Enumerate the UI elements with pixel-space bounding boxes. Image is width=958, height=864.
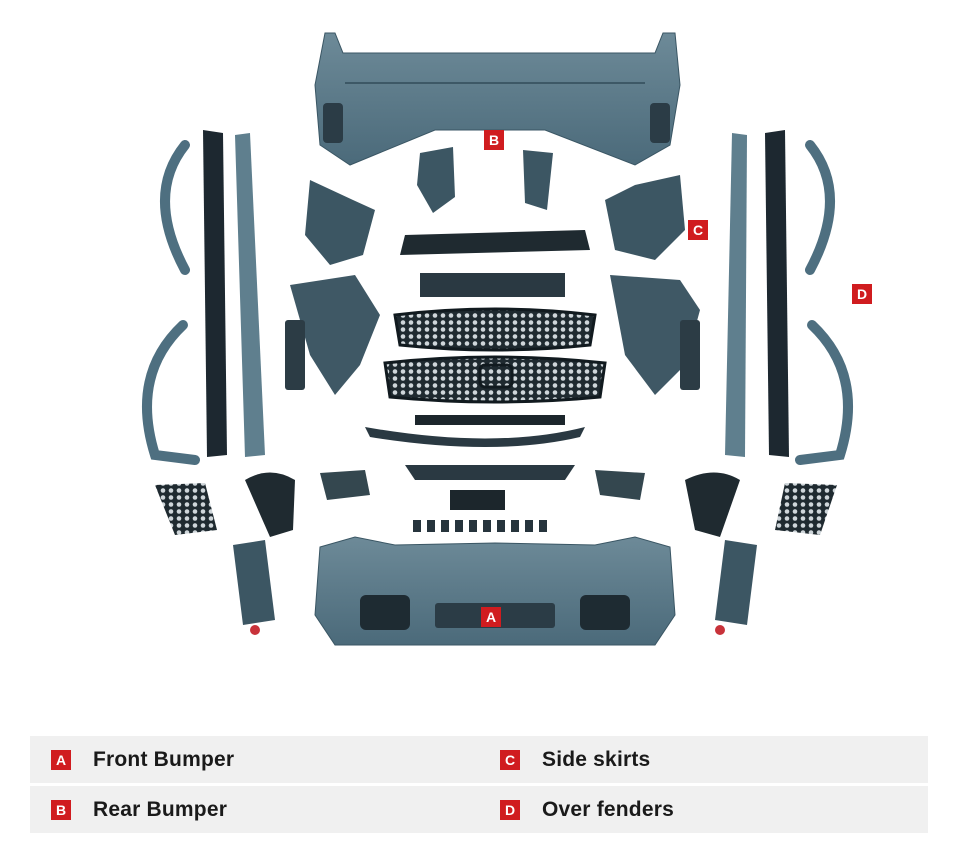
callout-c: C <box>688 220 708 240</box>
side-skirts-right <box>725 130 789 457</box>
legend-label: Front Bumper <box>93 747 235 771</box>
reinforcement-bar <box>420 273 565 297</box>
rear-bumper-part <box>314 32 681 166</box>
front-bumper-part <box>314 536 676 646</box>
corner-arch-right <box>685 472 740 537</box>
upper-brackets <box>305 147 685 265</box>
mesh-insert-left <box>155 483 217 535</box>
legend-label: Side skirts <box>542 747 651 771</box>
legend-item-over-fenders: D Over fenders <box>479 798 928 822</box>
lower-bracket-left <box>233 540 275 625</box>
callout-d: D <box>852 284 872 304</box>
reflector-right <box>715 625 725 635</box>
reflector-left <box>250 625 260 635</box>
fog-cover-right <box>595 470 645 500</box>
front-lip <box>365 427 585 447</box>
parts-legend: A Front Bumper C Side skirts B Rear Bump… <box>30 736 928 836</box>
fender-flares-right <box>795 140 853 465</box>
small-clips <box>413 520 547 532</box>
legend-label: Rear Bumper <box>93 797 228 821</box>
legend-item-side-skirts: C Side skirts <box>479 748 928 772</box>
parts-illustration <box>142 32 853 646</box>
fender-flares-left <box>142 140 200 465</box>
callout-a: A <box>481 607 501 627</box>
callout-b: B <box>484 130 504 150</box>
parts-photo <box>95 25 900 685</box>
legend-item-rear-bumper: B Rear Bumper <box>30 798 479 822</box>
legend-badge: A <box>51 749 71 770</box>
side-skirts-left <box>203 130 265 457</box>
legend-badge: D <box>500 799 520 820</box>
plate-holder <box>450 490 505 510</box>
side-brackets <box>285 275 700 395</box>
legend-row: B Rear Bumper D Over fenders <box>30 786 928 833</box>
legend-row: A Front Bumper C Side skirts <box>30 736 928 783</box>
lower-bracket-right <box>715 540 757 625</box>
lower-trim <box>415 415 565 425</box>
corner-arch-left <box>245 472 295 537</box>
legend-label: Over fenders <box>542 797 674 821</box>
fog-cover-left <box>320 470 370 500</box>
mesh-insert-right <box>775 483 837 535</box>
legend-item-front-bumper: A Front Bumper <box>30 748 479 772</box>
legend-badge: C <box>500 749 520 770</box>
front-grilles <box>383 307 607 404</box>
upper-diffuser-part <box>400 230 590 255</box>
lower-splitter <box>405 465 575 480</box>
legend-badge: B <box>51 799 71 820</box>
